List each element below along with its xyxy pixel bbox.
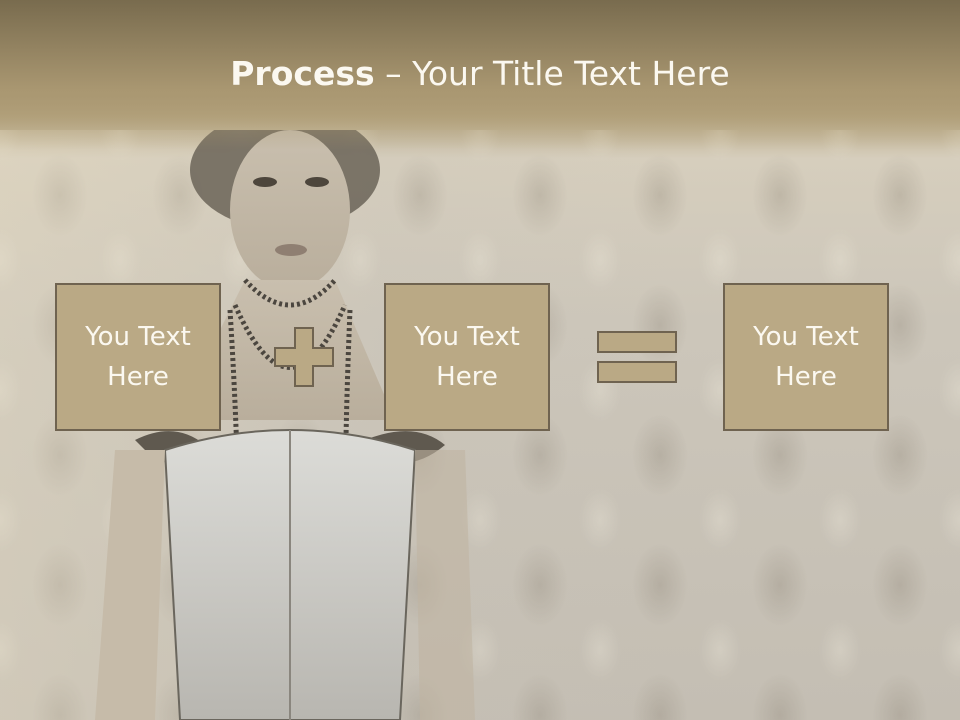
title-dash: – [374,54,413,93]
header-band [0,0,960,150]
title-rest: Your Title Text Here [412,54,730,93]
process-box-2-text: You Text Here [414,322,520,392]
woman-portrait-image [95,130,475,720]
process-box-1-text: You Text Here [85,322,191,392]
title-strong: Process [230,54,375,93]
process-box-2: You Text Here [384,283,550,431]
plus-icon [274,327,334,387]
slide-title: Process – Your Title Text Here [0,52,960,96]
process-box-3: You Text Here [723,283,889,431]
process-box-3-text: You Text Here [753,322,859,392]
process-box-1: You Text Here [55,283,221,431]
equals-icon [597,331,677,383]
